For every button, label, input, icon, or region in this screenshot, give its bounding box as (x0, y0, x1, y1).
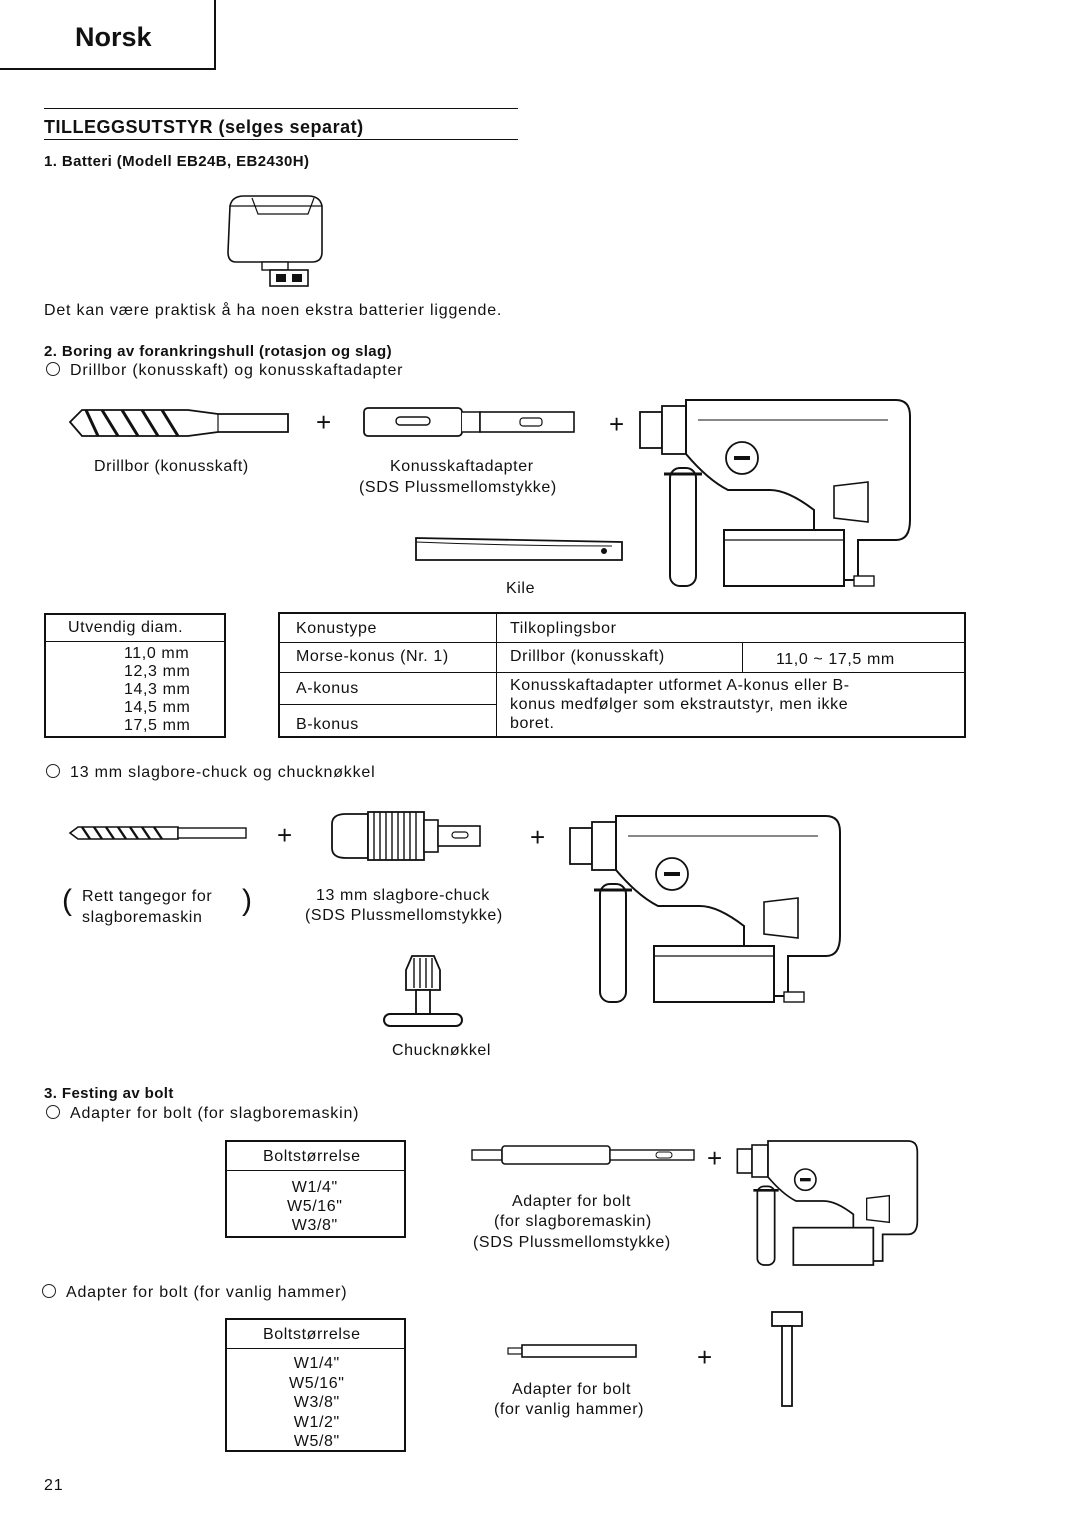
option-circle-icon (46, 764, 60, 778)
language-label: Norsk (75, 22, 152, 52)
item2-option1: Drillbor (konusskaft) og konusskaftadapt… (46, 362, 403, 380)
bolt-size-value: W5/16" (287, 1198, 343, 1215)
diameter-value: 12,3 mm (124, 663, 191, 680)
left-paren: ( (62, 884, 72, 917)
bolt-size-header: Boltstørrelse (263, 1148, 361, 1165)
bolt-size-value: W1/2" (293, 1413, 340, 1431)
item2-heading: 2. Boring av forankringshull (rotasjon o… (44, 343, 393, 360)
cone-type-table: Konustype Tilkoplingsbor Morse-konus (Nr… (278, 612, 966, 738)
plus-sign-2: + (609, 409, 625, 439)
chuck-key-label: Chucknøkkel (392, 1042, 492, 1059)
diameter-values: 11,0 mm 12,3 mm 14,3 mm 14,5 mm 17,5 mm (124, 645, 190, 735)
cone-row3-type: B-konus (296, 716, 359, 733)
diameter-table: Utvendig diam. 11,0 mm 12,3 mm 14,3 mm 1… (44, 613, 226, 738)
bolt-size-value: W3/8" (291, 1217, 338, 1234)
plus-sign-4: + (530, 822, 546, 852)
diameter-value: 14,3 mm (124, 681, 191, 698)
rotary-hammer-icon (736, 1140, 919, 1266)
adapter1-label-2: (for slagboremaskin) (494, 1213, 652, 1230)
adapter2-label-2: (for vanlig hammer) (494, 1401, 645, 1418)
bolt-size-values: W1/4" W5/16" W3/8" (287, 1178, 343, 1235)
title-rule-bottom (44, 139, 518, 140)
plus-sign-6: + (697, 1342, 713, 1372)
diameter-header: Utvendig diam. (68, 619, 184, 636)
section-title: TILLEGGSUTSTYR (selges separat) (44, 117, 364, 137)
rotary-hammer-icon (639, 399, 911, 587)
cone-note-line: boret. (510, 715, 555, 732)
adapter2-label-1: Adapter for bolt (512, 1381, 631, 1398)
item3-option1: Adapter for bolt (for slagboremaskin) (46, 1105, 359, 1123)
right-paren: ) (242, 884, 252, 917)
wedge-icon (415, 537, 623, 561)
adapter-label-2: (SDS Plussmellomstykke) (359, 479, 557, 496)
bolt-size-value: W3/8" (293, 1394, 340, 1411)
plus-sign-1: + (316, 407, 332, 437)
bolt-size-table-2: Boltstørrelse W1/4" W5/16" W3/8" W1/2" W… (225, 1318, 406, 1452)
adapter1-label-1: Adapter for bolt (512, 1193, 631, 1210)
drillbit-label: Drillbor (konusskaft) (94, 458, 249, 475)
item2-option2: 13 mm slagbore-chuck og chucknøkkel (46, 764, 375, 782)
battery-icon (227, 195, 323, 287)
bolt-size-header: Boltstørrelse (263, 1326, 361, 1343)
drill-chuck-icon (331, 811, 481, 861)
option-circle-icon (46, 1105, 60, 1119)
language-tab: Norsk (0, 0, 216, 70)
straight-drill-bit-icon (68, 826, 247, 840)
chuck-label-2: (SDS Plussmellomstykke) (305, 907, 503, 924)
chuck-key-icon (383, 955, 463, 1027)
item3-option1-text: Adapter for bolt (for slagboremaskin) (70, 1105, 360, 1122)
straight-bit-label-line: Rett tangegor for (82, 888, 213, 905)
item1-heading: 1. Batteri (Modell EB24B, EB2430H) (44, 153, 310, 170)
bolt-adapter-sds-icon (471, 1145, 695, 1165)
bolt-size-value: W5/16" (289, 1374, 345, 1392)
cone-col2-header: Tilkoplingsbor (510, 620, 617, 637)
plus-sign-5: + (707, 1143, 723, 1173)
bolt-size-value: W5/8" (293, 1433, 340, 1450)
hammer-icon (771, 1311, 803, 1407)
item2-option2-text: 13 mm slagbore-chuck og chucknøkkel (70, 764, 376, 781)
cone-row1-range: 11,0 ~ 17,5 mm (776, 651, 895, 668)
cone-row1-bit: Drillbor (konusskaft) (510, 648, 665, 665)
item3-option2-text: Adapter for bolt (for vanlig hammer) (66, 1284, 348, 1301)
diameter-value: 11,0 mm (124, 645, 190, 662)
bolt-size-table-1: Boltstørrelse W1/4" W5/16" W3/8" (225, 1140, 406, 1238)
item3-heading: 3. Festing av bolt (44, 1085, 174, 1102)
item2-option1-text: Drillbor (konusskaft) og konusskaftadapt… (70, 362, 404, 379)
adapter-label-1: Konusskaftadapter (390, 458, 534, 475)
adapter1-label-3: (SDS Plussmellomstykke) (473, 1234, 671, 1251)
straight-bit-label-line: slagboremaskin (82, 909, 203, 926)
plus-sign-3: + (277, 820, 293, 850)
item3-option2: Adapter for bolt (for vanlig hammer) (42, 1284, 347, 1302)
diameter-value: 14,5 mm (124, 699, 191, 716)
taper-adapter-icon (363, 407, 575, 437)
cone-note: Konusskaftadapter utformet A-konus eller… (510, 676, 850, 733)
wedge-label: Kile (506, 580, 536, 597)
bolt-size-values: W1/4" W5/16" W3/8" W1/2" W5/8" (289, 1354, 345, 1452)
bolt-size-value: W1/4" (291, 1179, 338, 1196)
page-number: 21 (44, 1477, 64, 1494)
bolt-size-value: W1/4" (293, 1355, 340, 1372)
diameter-value: 17,5 mm (124, 717, 191, 734)
option-circle-icon (42, 1284, 56, 1298)
option-circle-icon (46, 362, 60, 376)
title-rule-top (44, 108, 518, 109)
cone-row1-type: Morse-konus (Nr. 1) (296, 648, 449, 665)
drill-bit-taper-icon (68, 409, 289, 437)
straight-bit-label: Rett tangegor for slagboremaskin (82, 888, 212, 927)
item1-note: Det kan være praktisk å ha noen ekstra b… (44, 302, 503, 319)
cone-col1-header: Konustype (296, 620, 378, 637)
cone-note-line: Konusskaftadapter utformet A-konus eller… (510, 677, 850, 694)
chuck-label-1: 13 mm slagbore-chuck (316, 887, 490, 904)
rotary-hammer-icon (569, 815, 841, 1003)
cone-row2-type: A-konus (296, 680, 359, 697)
cone-note-line: konus medfølger som ekstrautstyr, men ik… (510, 696, 849, 713)
bolt-adapter-hammer-icon (507, 1344, 637, 1358)
